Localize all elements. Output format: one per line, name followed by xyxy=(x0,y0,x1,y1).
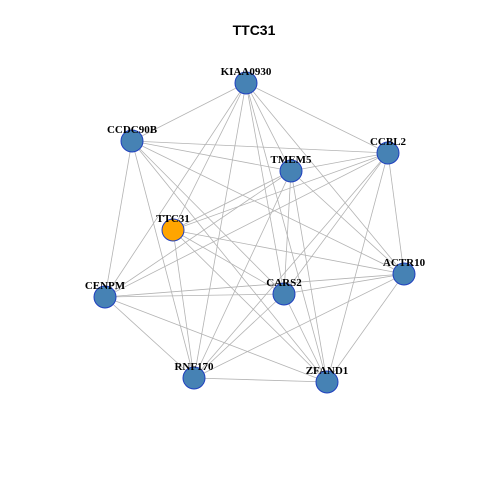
edge-kiaa0930-cenpm xyxy=(104,82,247,298)
edge-tmem5-ttc31 xyxy=(172,170,292,231)
edge-rnf170-zfand1 xyxy=(193,377,328,383)
edge-ccbl2-actr10 xyxy=(387,152,405,275)
node-ccbl2[interactable]: CCBL2 xyxy=(370,136,407,165)
node-cars2[interactable]: CARS2 xyxy=(266,277,302,306)
edge-ccdc90b-zfand1 xyxy=(131,140,328,383)
node-circle[interactable] xyxy=(182,366,206,390)
edge-ccbl2-cars2 xyxy=(283,152,389,295)
edge-ccbl2-zfand1 xyxy=(326,152,389,383)
node-circle[interactable] xyxy=(376,141,400,165)
node-tmem5[interactable]: TMEM5 xyxy=(271,154,312,183)
edge-ccdc90b-tmem5 xyxy=(131,140,292,172)
edge-actr10-zfand1 xyxy=(326,273,405,383)
node-kiaa0930[interactable]: KIAA0930 xyxy=(221,66,272,95)
node-label: CCBL2 xyxy=(370,136,407,148)
node-label: KIAA0930 xyxy=(221,66,272,78)
edge-ttc31-zfand1 xyxy=(172,229,328,383)
node-ttc31[interactable]: TTC31 xyxy=(156,213,190,242)
node-circle[interactable] xyxy=(234,71,258,95)
graph-title: TTC31 xyxy=(233,22,276,38)
node-label: ACTR10 xyxy=(383,257,426,269)
node-label: ZFAND1 xyxy=(306,365,349,377)
edge-kiaa0930-ttc31 xyxy=(172,82,247,231)
edge-tmem5-actr10 xyxy=(290,170,405,275)
edge-tmem5-rnf170 xyxy=(193,170,292,379)
edge-kiaa0930-zfand1 xyxy=(245,82,328,383)
edge-kiaa0930-tmem5 xyxy=(245,82,292,172)
edge-tmem5-zfand1 xyxy=(290,170,328,383)
edge-kiaa0930-ccbl2 xyxy=(245,82,389,154)
edge-ccdc90b-actr10 xyxy=(131,140,405,275)
node-circle[interactable] xyxy=(161,218,185,242)
edge-cenpm-rnf170 xyxy=(104,296,195,379)
node-circle[interactable] xyxy=(120,129,144,153)
edge-kiaa0930-ccdc90b xyxy=(131,82,247,142)
node-label: RNF170 xyxy=(174,361,214,373)
edge-cenpm-zfand1 xyxy=(104,296,328,383)
node-label: CENPM xyxy=(85,280,126,292)
node-ccdc90b[interactable]: CCDC90B xyxy=(107,124,158,153)
node-zfand1[interactable]: ZFAND1 xyxy=(306,365,349,394)
edge-cars2-zfand1 xyxy=(283,293,328,383)
node-label: TTC31 xyxy=(156,213,190,225)
node-label: TMEM5 xyxy=(271,154,312,166)
edge-ccbl2-cenpm xyxy=(104,152,389,298)
edge-actr10-cars2 xyxy=(283,273,405,295)
edge-tmem5-cenpm xyxy=(104,170,292,298)
edge-kiaa0930-rnf170 xyxy=(193,82,247,379)
edge-actr10-rnf170 xyxy=(193,273,405,379)
node-actr10[interactable]: ACTR10 xyxy=(383,257,426,286)
node-circle[interactable] xyxy=(93,285,117,309)
edge-ccdc90b-rnf170 xyxy=(131,140,195,379)
edge-ccbl2-rnf170 xyxy=(193,152,389,379)
edge-ccdc90b-ccbl2 xyxy=(131,140,389,154)
node-label: CARS2 xyxy=(266,277,302,289)
edge-cars2-rnf170 xyxy=(193,293,285,379)
edge-kiaa0930-actr10 xyxy=(245,82,405,275)
edge-ccbl2-ttc31 xyxy=(172,152,389,231)
node-circle[interactable] xyxy=(272,282,296,306)
node-circle[interactable] xyxy=(315,370,339,394)
edge-cenpm-cars2 xyxy=(104,293,285,298)
edge-layer xyxy=(104,82,405,383)
edge-ccdc90b-cenpm xyxy=(104,140,133,298)
edge-tmem5-cars2 xyxy=(283,170,292,295)
node-label: CCDC90B xyxy=(107,124,158,136)
edge-ccbl2-tmem5 xyxy=(290,152,389,172)
node-rnf170[interactable]: RNF170 xyxy=(174,361,214,390)
node-circle[interactable] xyxy=(392,262,416,286)
edge-ttc31-rnf170 xyxy=(172,229,195,379)
node-cenpm[interactable]: CENPM xyxy=(85,280,126,309)
edge-actr10-cenpm xyxy=(104,273,405,298)
node-circle[interactable] xyxy=(279,159,303,183)
edge-ttc31-cars2 xyxy=(172,229,285,295)
edge-ttc31-actr10 xyxy=(172,229,405,275)
